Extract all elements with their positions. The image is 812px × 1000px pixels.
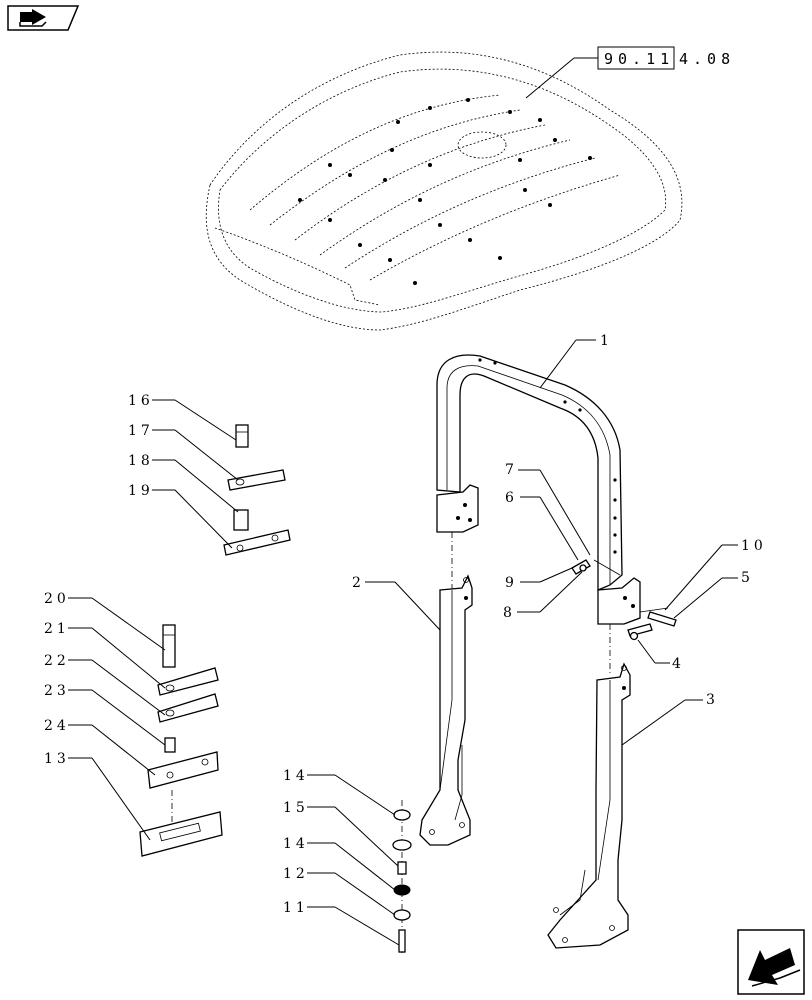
label-7: 7	[505, 462, 518, 478]
label-24: 24	[44, 718, 70, 734]
book-arrow-icon[interactable]	[7, 5, 80, 31]
label-15: 15	[283, 800, 309, 816]
label-6: 6	[505, 490, 518, 506]
label-11: 11	[283, 900, 309, 916]
label-1: 1	[600, 333, 613, 349]
label-3: 3	[706, 692, 719, 708]
upper-clamp-stack	[223, 424, 291, 556]
label-13: 13	[44, 751, 70, 767]
right-support-leg	[547, 624, 631, 949]
label-8: 8	[503, 605, 516, 621]
label-16: 16	[128, 393, 154, 409]
leader-lines	[68, 339, 738, 946]
label-10: 10	[741, 538, 767, 554]
next-page-arrow-icon[interactable]	[737, 929, 805, 995]
label-22: 22	[44, 653, 70, 669]
label-23: 23	[44, 683, 70, 699]
fastener-set-right	[571, 559, 677, 641]
reference-rest: 4.08	[679, 50, 735, 68]
label-17: 17	[128, 423, 154, 439]
part-labels: 1 2 3 4 5 6 7 8 9 10 11 12 13 14 14 15 1…	[44, 333, 767, 916]
label-19: 19	[128, 483, 154, 499]
reference-boxed: 90.11	[604, 50, 674, 68]
lower-clamp-stack	[139, 624, 223, 857]
label-12: 12	[283, 866, 309, 882]
label-20: 20	[44, 591, 70, 607]
label-21: 21	[44, 621, 70, 637]
left-support-leg	[419, 532, 473, 846]
label-4: 4	[672, 656, 685, 672]
label-5: 5	[741, 570, 754, 586]
label-14-lower: 14	[283, 836, 309, 852]
label-14-upper: 14	[283, 768, 309, 784]
label-2: 2	[352, 575, 365, 591]
label-18: 18	[128, 453, 154, 469]
leg-hardware-stack	[392, 800, 412, 955]
label-9: 9	[505, 575, 518, 591]
seat-cushion	[205, 51, 683, 331]
reference-label[interactable]: 90.11 4.08	[525, 46, 735, 99]
roll-bar-frame	[436, 354, 641, 625]
